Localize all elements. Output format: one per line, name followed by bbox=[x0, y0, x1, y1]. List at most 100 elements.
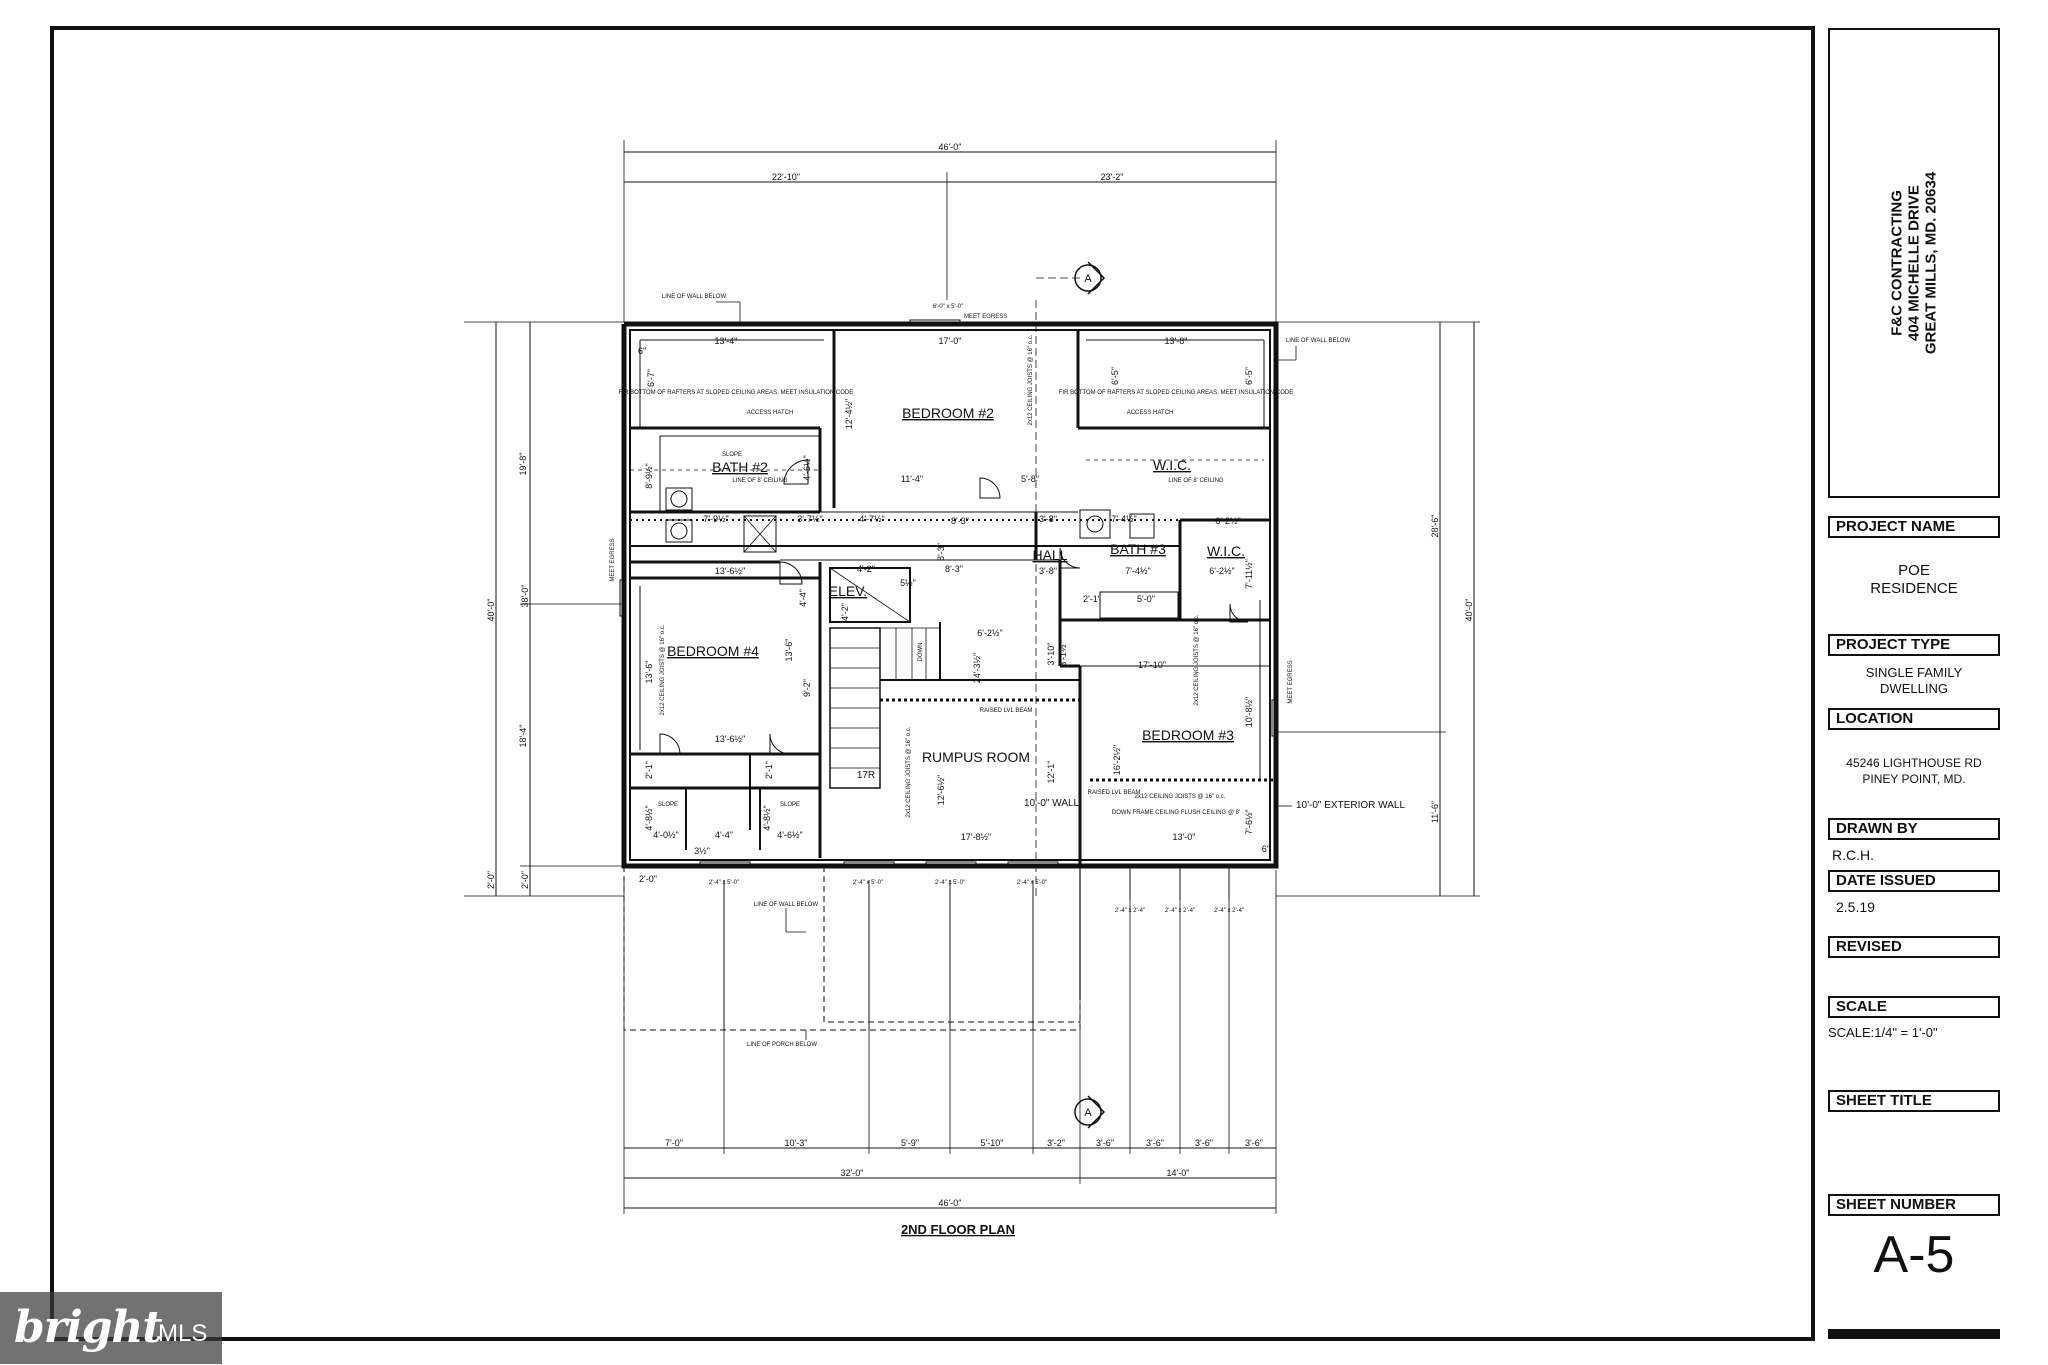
note-slope: SLOPE bbox=[722, 452, 742, 458]
company-address: 404 MICHELLE DRIVE bbox=[1905, 185, 1923, 341]
drawing-border bbox=[50, 26, 1815, 1341]
date-issued-value: 2.5.19 bbox=[1836, 899, 1875, 915]
note-line-of-wall-below: LINE OF WALL BELOW bbox=[1286, 338, 1351, 344]
dim-right-116: 11'-6" bbox=[1430, 801, 1440, 823]
plan-drawing bbox=[464, 140, 1480, 1214]
room-dim: 17'-8½" bbox=[961, 832, 991, 842]
drawn-by-value: R.C.H. bbox=[1832, 847, 1874, 863]
dim-bottom-chain: 3'-6" bbox=[1096, 1138, 1114, 1148]
sheet-title-label: SHEET TITLE bbox=[1828, 1090, 2000, 1112]
dim-left-2a: 2'-0" bbox=[486, 871, 496, 889]
dim-bottom-chain: 10'-3" bbox=[785, 1138, 808, 1148]
note-meet-egress: MEET EGRESS bbox=[1288, 660, 1294, 703]
section-marker-top bbox=[1074, 261, 1106, 295]
dim-bottom-chain: 3'-6" bbox=[1146, 1138, 1164, 1148]
room-dim: 12'-1" bbox=[1046, 761, 1056, 784]
room-dim: 3'-8" bbox=[1039, 514, 1057, 524]
room-dim: 4'-4" bbox=[798, 589, 808, 607]
dim-bottom-right: 14'-0" bbox=[1167, 1168, 1190, 1178]
room-bath-2: BATH #2 bbox=[712, 459, 768, 475]
room-dim: 7'-4½" bbox=[1125, 566, 1150, 576]
note-line-of-porch-below: LINE OF PORCH BELOW bbox=[747, 1042, 817, 1048]
room-dim: 2'-1" bbox=[764, 761, 774, 779]
room-dim: 4'-7½" bbox=[859, 514, 884, 524]
room-dim: 9'-2" bbox=[802, 679, 812, 697]
sheet-number-value: A-5 bbox=[1873, 1226, 1955, 1284]
room-dim: 4'-4" bbox=[715, 830, 733, 840]
note-access-hatch: ACCESS HATCH bbox=[747, 410, 794, 416]
location-label: LOCATION bbox=[1828, 708, 2000, 730]
room-dim: 4'-6½" bbox=[777, 830, 802, 840]
note-line-of-wall-below: LINE OF WALL BELOW bbox=[754, 902, 819, 908]
room-dim: 4'-8½" bbox=[762, 805, 772, 830]
note-stair-down: DOWN bbox=[918, 643, 924, 662]
room-dim: 3'-1½" bbox=[1058, 641, 1068, 666]
window-tag: 2'-4" x 5'-0" bbox=[1017, 880, 1047, 886]
room-dim: 6'-2½" bbox=[1215, 516, 1240, 526]
room-dim: 6" bbox=[1262, 844, 1270, 854]
note-meet-egress: MEET EGRESS bbox=[964, 314, 1007, 320]
room-dim: 3'-8" bbox=[1039, 566, 1057, 576]
note-slope: SLOPE bbox=[780, 802, 800, 808]
room-dim: 4'-2" bbox=[857, 564, 875, 574]
room-dim: 2'-1" bbox=[1083, 594, 1101, 604]
dim-bottom-chain: 5'-10" bbox=[981, 1138, 1004, 1148]
room-bedroom-3: BEDROOM #3 bbox=[1142, 727, 1234, 743]
dim-right-286: 28'-6" bbox=[1430, 515, 1440, 538]
dim-left-overall: 40'-0" bbox=[486, 599, 496, 622]
dim-bottom-chain: 3'-2" bbox=[1047, 1138, 1065, 1148]
plan-title: 2ND FLOOR PLAN bbox=[901, 1222, 1015, 1237]
room-dim: 6'-2½" bbox=[1209, 566, 1234, 576]
room-dim: 2'-1" bbox=[644, 761, 654, 779]
room-rumpus: RUMPUS ROOM bbox=[922, 749, 1030, 765]
dim-left-184: 18'-4" bbox=[518, 725, 528, 748]
room-dim: 7'-9½" bbox=[703, 514, 728, 524]
note-meet-egress: MEET EGRESS bbox=[610, 538, 616, 581]
room-dim: 10'-8½" bbox=[1244, 697, 1254, 727]
room-dim: 13'-6½" bbox=[715, 566, 745, 576]
sheet-number-label: SHEET NUMBER bbox=[1828, 1194, 2000, 1216]
company-city: GREAT MILLS, MD. 20634 bbox=[1922, 171, 1940, 355]
section-marker-label: A bbox=[1084, 1107, 1092, 1119]
room-dim: 5'-0" bbox=[1137, 594, 1155, 604]
room-dim: 11'-4" bbox=[901, 474, 923, 484]
room-dim: 13'-6" bbox=[784, 639, 794, 662]
window-tag: 2'-4" x 2'-4" bbox=[1214, 908, 1244, 914]
revised-label: REVISED bbox=[1828, 936, 2000, 958]
room-dim: 24'-3½" bbox=[972, 653, 982, 683]
window-tag: 2'-4" x 5'-0" bbox=[709, 880, 739, 886]
room-dim: 7'-6½" bbox=[1244, 809, 1254, 834]
room-dim: 6'-5" bbox=[1244, 367, 1254, 385]
room-dim: 17'-10" bbox=[1138, 660, 1166, 670]
company-name: F&C CONTRACTING bbox=[1888, 190, 1906, 336]
drawn-by-label: DRAWN BY bbox=[1828, 818, 2000, 840]
room-bath-3: BATH #3 bbox=[1110, 541, 1166, 557]
room-dim: 12'-4½" bbox=[844, 399, 854, 429]
dim-bottom-chain: 3'-6" bbox=[1245, 1138, 1263, 1148]
window-tag: 2'-4" x 5'-0" bbox=[853, 880, 883, 886]
window-tag: 2'-4" x 2'-4" bbox=[1165, 908, 1195, 914]
project-type-line-1: SINGLE FAMILY bbox=[1865, 665, 1963, 680]
dim-bottom-chain: 3'-6" bbox=[1195, 1138, 1213, 1148]
room-dim: 4'-0½" bbox=[653, 830, 678, 840]
bright-logo-word: bright bbox=[14, 1302, 163, 1353]
note-line-of-ceiling: LINE OF 8' CEILING bbox=[1168, 478, 1223, 484]
dim-top-right: 23'-2" bbox=[1101, 172, 1124, 182]
note-ceiling-joists: 2x12 CEILING JOISTS @ 16" o.c. bbox=[1135, 794, 1226, 800]
location-line-1: 45246 LIGHTHOUSE RD bbox=[1846, 756, 1982, 770]
note-window-egress: 6'-0" x 5'-0" bbox=[933, 304, 963, 310]
room-dim: 7'-4½" bbox=[1111, 514, 1136, 524]
room-wic-2: W.I.C. bbox=[1207, 543, 1245, 559]
location-line-2: PINEY POINT, MD. bbox=[1862, 772, 1966, 786]
scale-value: SCALE:1/4" = 1'-0" bbox=[1828, 1025, 1938, 1040]
scale-label: SCALE bbox=[1828, 996, 2000, 1018]
dim-bottom-left: 32'-0" bbox=[841, 1168, 864, 1178]
room-dim: 13'-0" bbox=[1173, 832, 1196, 842]
room-dim: 16'-2½" bbox=[1112, 745, 1122, 775]
note-line-of-ceiling: LINE OF 8' CEILING bbox=[732, 478, 787, 484]
company-block: F&C CONTRACTING 404 MICHELLE DRIVE GREAT… bbox=[1828, 28, 2000, 498]
project-name-label: PROJECT NAME bbox=[1828, 516, 2000, 538]
dim-bottom-chain: 5'-9" bbox=[901, 1138, 919, 1148]
room-dim: 6'-7" bbox=[646, 369, 656, 387]
